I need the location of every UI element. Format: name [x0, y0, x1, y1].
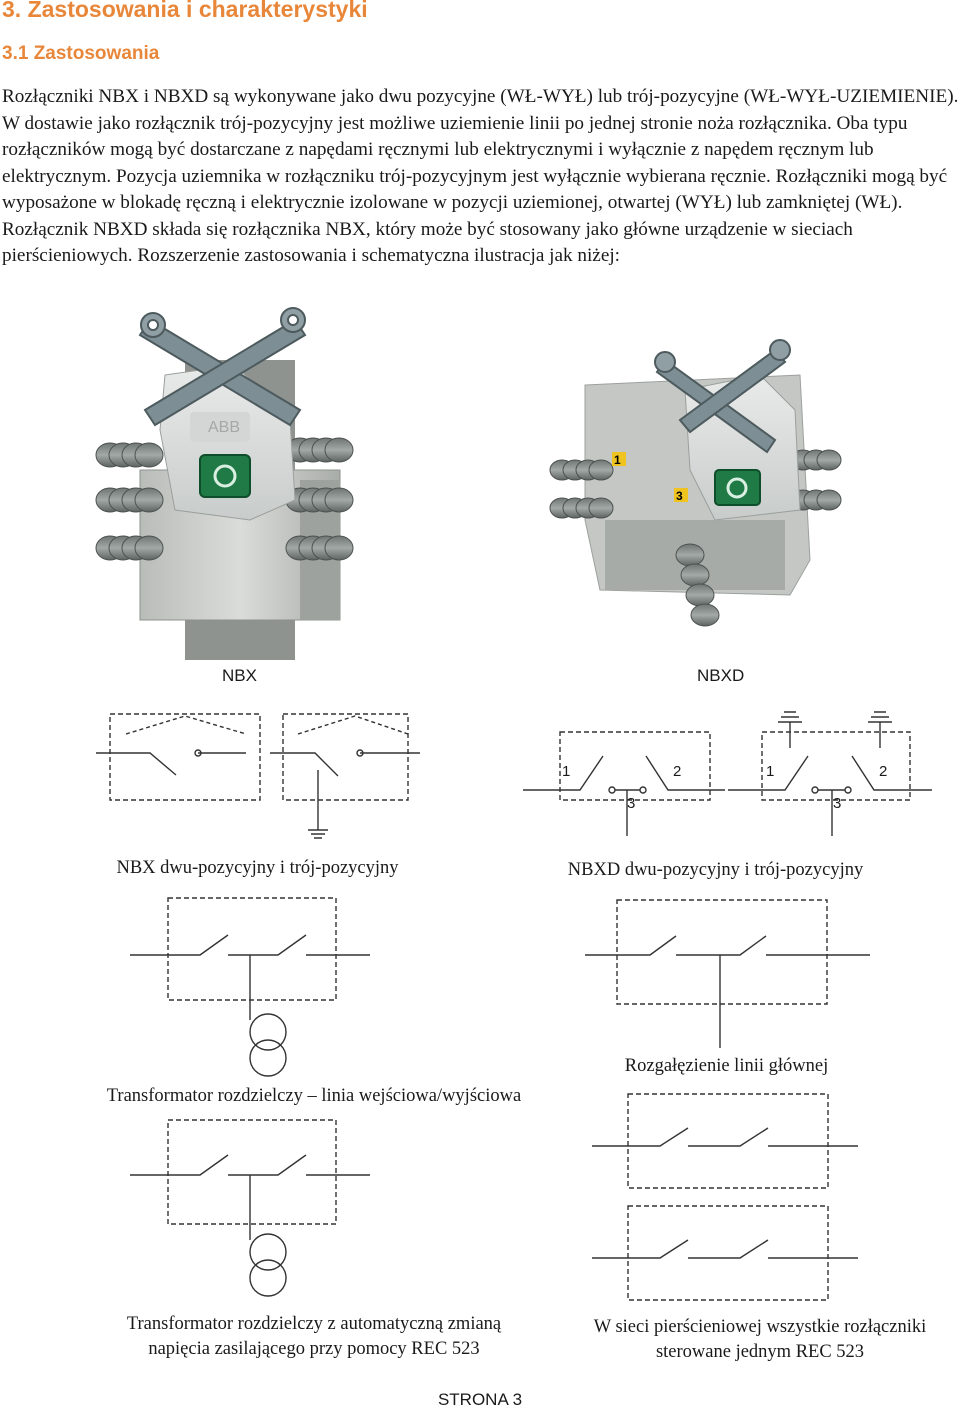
page-footer: STRONA 3 [437, 1390, 523, 1409]
caption-transformer-auto-line1: Transformator rozdzielczy z automatyczną… [126, 1314, 502, 1334]
caption-nbxd-types: NBXD dwu-pozycyjny i trój-pozycyjny [567, 860, 864, 880]
section-heading: 3. Zastosowania i charakterystyki [2, 0, 368, 22]
nbxd3-terminal-3: 3 [833, 795, 841, 812]
nbxd-three-position-schematic [728, 711, 932, 836]
transformer-auto-schematic [130, 1119, 370, 1297]
nbxd-device-drawing: 1 3 [549, 339, 842, 627]
transformer-io-schematic [130, 897, 370, 1077]
caption-transformer-io: Transformator rozdzielczy – linia wejści… [106, 1086, 522, 1106]
nbxd2-terminal-1: 1 [562, 763, 570, 780]
nbxd-photo-label: NBXD [697, 666, 745, 685]
caption-ring-network: W sieci pierścieniowej wszystkie rozłącz… [570, 1315, 950, 1365]
nbxd-two-position-schematic [523, 731, 725, 836]
nbxd2-terminal-2: 2 [673, 763, 681, 780]
caption-main-branch: Rozgałęzienie linii głównej [624, 1056, 829, 1076]
nbx-device-drawing: ABB [95, 307, 354, 660]
caption-transformer-auto-line2: napięcia zasilającego przy pomocy REC 52… [148, 1339, 480, 1359]
caption-transformer-auto: Transformator rozdzielczy z automatyczną… [104, 1312, 524, 1362]
nbxd-marker-1: 1 [614, 453, 621, 467]
caption-ring-line2: sterowane jednym REC 523 [655, 1342, 865, 1362]
nbx-photo-label: NBX [222, 666, 257, 685]
nbx-nameplate: ABB [208, 419, 240, 436]
intro-paragraph: Rozłączniki NBX i NBXD są wykonywane jak… [2, 86, 959, 266]
nbx-two-position-schematic [96, 713, 261, 801]
nbxd3-terminal-2: 2 [879, 763, 887, 780]
nbxd3-terminal-1: 1 [766, 763, 774, 780]
caption-nbx-types: NBX dwu-pozycyjny i trój-pozycyjny [116, 858, 399, 878]
nbxd2-terminal-3: 3 [627, 795, 635, 812]
nbx-three-position-schematic [270, 713, 420, 839]
nbxd-marker-3: 3 [676, 489, 683, 503]
main-branch-schematic [585, 899, 870, 1048]
subsection-heading: 3.1 Zastosowania [2, 43, 160, 64]
ring-network-schematic [592, 1093, 858, 1301]
caption-ring-line1: W sieci pierścieniowej wszystkie rozłącz… [593, 1317, 927, 1337]
